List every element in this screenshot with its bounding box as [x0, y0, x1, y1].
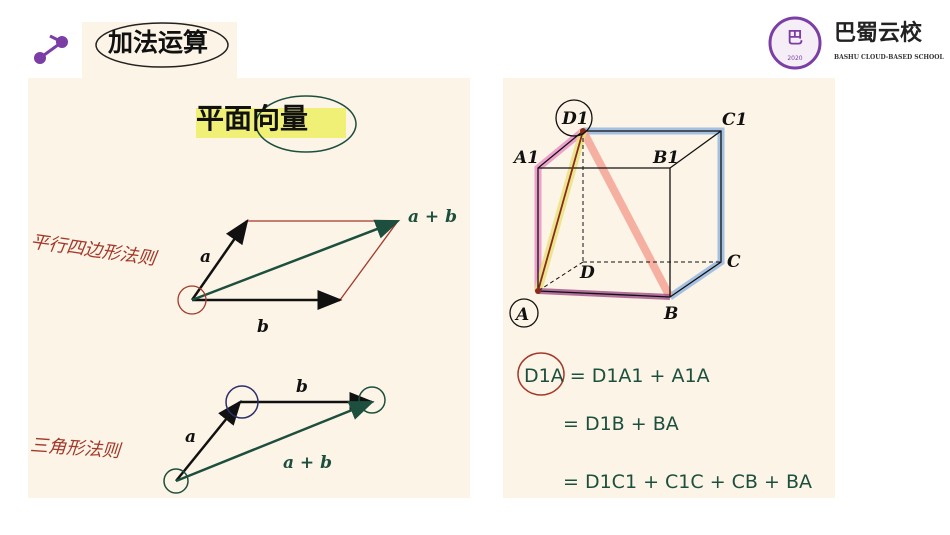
vector-b-label: b — [296, 377, 308, 397]
section-heading: 平面向量 — [196, 102, 309, 135]
vertex-b: B — [663, 304, 678, 324]
vector-sum-label: a + b — [408, 207, 457, 227]
svg-text:巴: 巴 — [787, 28, 803, 47]
vertex-d1: D1 — [561, 109, 589, 129]
logo-subtitle: BASHU CLOUD-BASED SCHOOL — [834, 54, 944, 61]
title-tab — [82, 22, 237, 78]
triangle-diagram: a b a + b — [163, 377, 386, 494]
vertex-a: A — [514, 305, 529, 325]
vertex-c: C — [727, 252, 741, 272]
share-icon — [34, 34, 68, 64]
cube-diagram: A B C D A1 B1 C1 D1 — [509, 99, 747, 396]
vector-a-label: a — [200, 247, 211, 267]
left-panel — [28, 78, 470, 498]
vector-a-label: a — [185, 427, 196, 447]
logo-year: 2020 — [787, 55, 802, 62]
vertex-d: D — [579, 263, 595, 283]
equation-line-2: = D1B + BA — [563, 413, 679, 435]
vertex-a1: A1 — [512, 148, 539, 168]
vertex-b1: B1 — [652, 148, 679, 168]
vector-b-label: b — [257, 317, 269, 337]
vector-sum-label: a + b — [283, 453, 332, 473]
title-circle — [95, 22, 229, 68]
logo-text: 巴蜀云校 — [834, 20, 923, 46]
vertex-c1: C1 — [722, 110, 747, 130]
page-title: 加法运算 — [108, 28, 209, 57]
heading-highlight — [196, 95, 357, 153]
equation-line-1: D1A = D1A1 + A1A — [524, 365, 710, 387]
school-logo-seal: 巴 2020 — [768, 16, 822, 70]
equation-line-3: = D1C1 + C1C + CB + BA — [563, 471, 812, 493]
parallelogram-diagram: a b a + b — [177, 207, 457, 337]
